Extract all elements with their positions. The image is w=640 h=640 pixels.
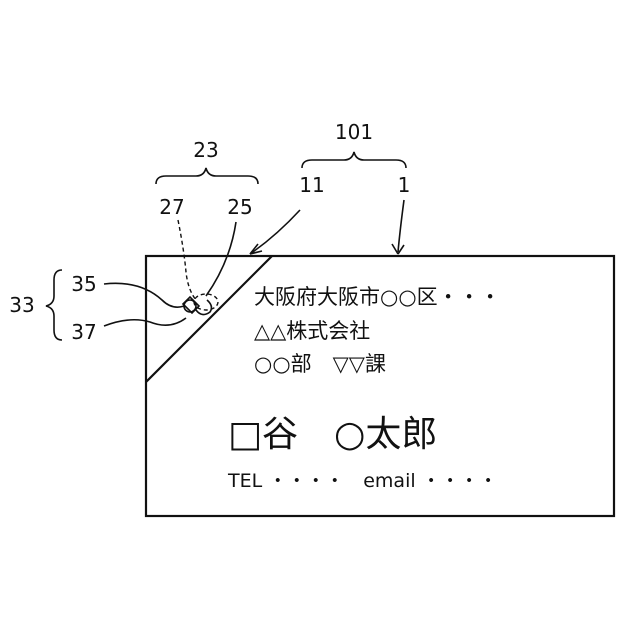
label-101: 101: [335, 120, 373, 144]
label-37: 37: [71, 320, 96, 344]
leader-25: [206, 222, 236, 296]
label-27: 27: [159, 195, 184, 219]
card-company: △△株式会社: [254, 319, 370, 343]
card-contact: TEL ・・・・ email ・・・・: [227, 470, 498, 492]
brace-101: [302, 152, 406, 168]
brace-23: [156, 168, 258, 184]
label-25: 25: [227, 195, 252, 219]
leader-1: [398, 200, 404, 252]
label-11: 11: [299, 173, 324, 197]
dashed-hidden-ellipse: [194, 294, 218, 310]
card-name: □谷 ○太郎: [228, 414, 437, 455]
card-department: ○○部 ▽▽課: [254, 352, 386, 376]
leader-35: [104, 283, 184, 307]
label-1: 1: [398, 173, 411, 197]
card-address: 大阪府大阪市○○区・・・: [254, 285, 501, 309]
label-33: 33: [9, 293, 34, 317]
dashed-hidden-line: [178, 220, 196, 300]
brace-33: [46, 270, 62, 340]
label-35: 35: [71, 272, 96, 296]
label-23: 23: [193, 138, 218, 162]
connector-part: [183, 297, 211, 315]
leader-11: [250, 210, 300, 254]
